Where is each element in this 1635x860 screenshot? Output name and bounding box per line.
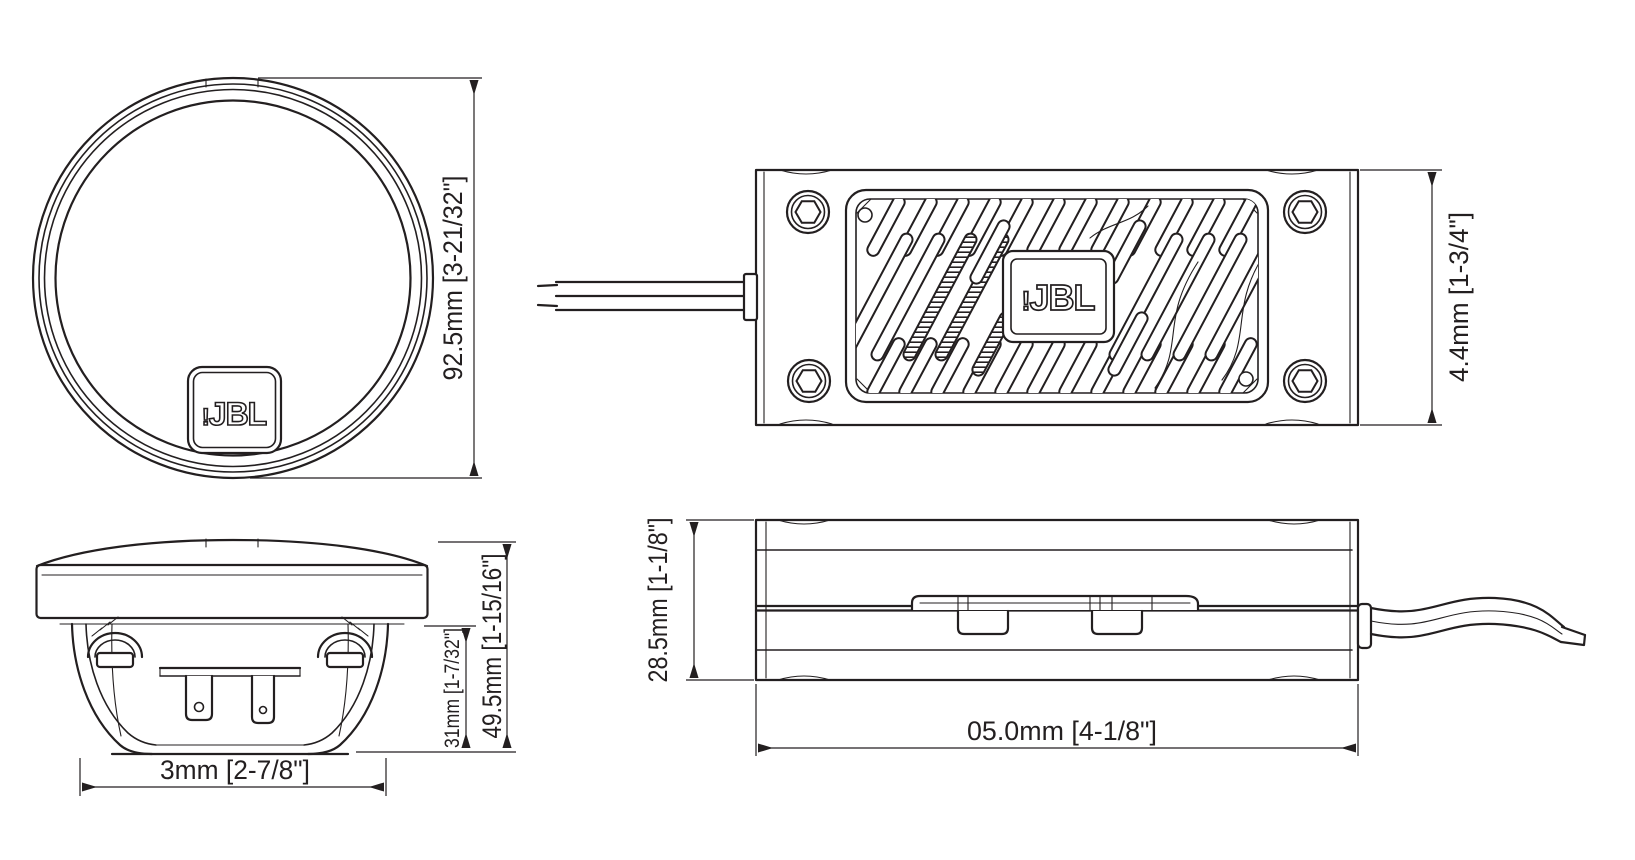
side-inner-depth-label: 31mm [1-7/32"]	[441, 628, 464, 748]
edge-nicks	[779, 169, 1319, 425]
top-logo-badge: !JBL	[1001, 249, 1116, 344]
top-view-height-label: 4.4mm [1-3/4"]	[1444, 212, 1474, 382]
grille-pin-hole-top-left	[857, 207, 873, 223]
wire-grommet	[742, 272, 759, 322]
top-logo-text: !JBL	[1021, 277, 1094, 318]
grille-slots	[856, 199, 1258, 393]
profile-width-label: 05.0mm [4-1/8"]	[967, 716, 1157, 746]
side-total-depth-label: 49.5mm [1-15/16"]	[477, 554, 507, 739]
grille-pin-hole-bottom-right	[1238, 371, 1254, 387]
terminal-tab-left	[184, 674, 214, 722]
front-top-seam-ticks	[205, 78, 259, 88]
grille-plate: !JBL	[844, 188, 1270, 404]
rail-tab-right	[1090, 609, 1144, 636]
dome-top	[35, 538, 429, 568]
top-view: !JBL 4.4mm [1-3/4"]	[536, 168, 1474, 427]
side-width-dimension: 3mm [2-7/8"]	[79, 755, 387, 796]
top-view-height-dimension: 4.4mm [1-3/4"]	[1360, 169, 1474, 426]
wire-tip	[1559, 625, 1587, 647]
profile-height-label: 28.5mm [1-1/8"]	[643, 518, 673, 683]
hex-screw-bottom-right	[1282, 358, 1328, 404]
hex-screw-bottom-left	[786, 358, 832, 404]
side-view: 3mm [2-7/8"] 31mm [1-7/32"] 49.5mm [1-15…	[35, 538, 516, 796]
profile-width-dimension: 05.0mm [4-1/8"]	[755, 684, 1359, 756]
hex-screw-top-right	[1282, 189, 1328, 235]
grille-wave-details	[1089, 205, 1258, 389]
wire-grommet	[1356, 602, 1373, 650]
front-diameter-dimension: 92.5mm [3-21/32"]	[250, 77, 482, 479]
terminal-tab-right	[250, 674, 276, 725]
speaker-basket	[70, 616, 390, 756]
terminal-bracket	[158, 666, 302, 725]
hex-screw-top-left	[785, 189, 831, 235]
front-view: !JBL 92.5mm [3-21/32"]	[31, 76, 482, 480]
front-diameter-label: 92.5mm [3-21/32"]	[438, 176, 468, 381]
side-width-label: 3mm [2-7/8"]	[160, 755, 310, 785]
profile-wire	[1356, 596, 1587, 650]
front-logo-badge: !JBL	[186, 365, 283, 455]
mounting-rail	[910, 594, 1200, 636]
profile-view: 28.5mm [1-1/8"] 05.0mm [4-1/8"]	[643, 518, 1587, 756]
side-depth-dimensions: 31mm [1-7/32"] 49.5mm [1-15/16"]	[356, 541, 516, 753]
rail-tab-left	[956, 609, 1010, 636]
top-view-wire	[536, 272, 759, 322]
profile-height-dimension: 28.5mm [1-1/8"]	[643, 518, 754, 683]
spring-clamp-left	[86, 616, 144, 669]
mounting-flange	[35, 563, 429, 620]
edge-nicks	[777, 519, 1321, 681]
spring-clamp-right	[316, 616, 374, 669]
front-logo-text: !JBL	[202, 396, 267, 432]
